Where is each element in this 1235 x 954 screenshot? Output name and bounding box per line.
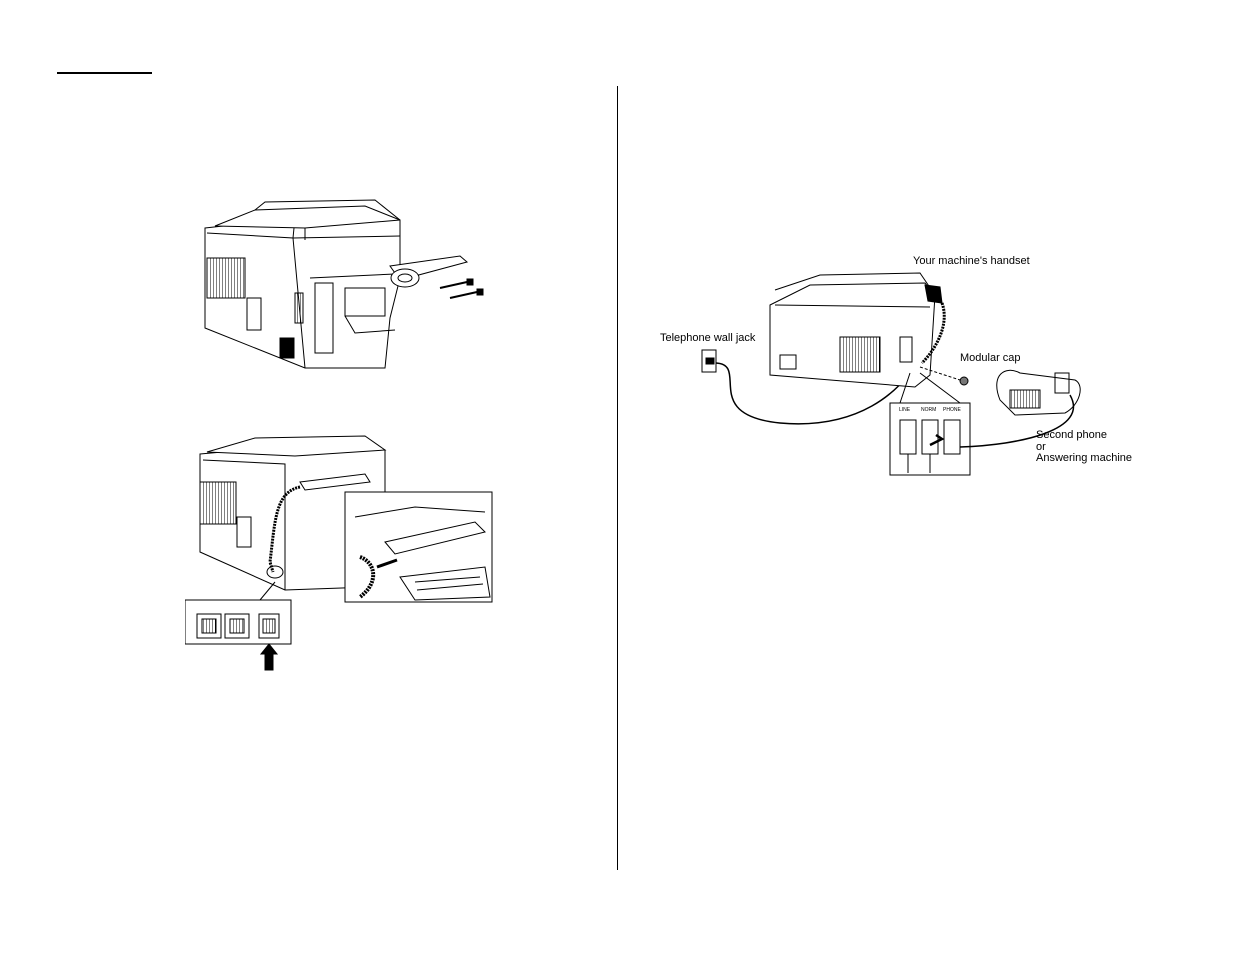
handset-connection-illustration	[185, 432, 495, 672]
jack-norm-label: NORM	[921, 407, 937, 413]
answering-machine-label: Answering machine	[1036, 452, 1132, 464]
wall-jack-label: Telephone wall jack	[660, 332, 756, 344]
column-divider	[617, 86, 618, 870]
jack-line-label: LINE	[899, 407, 911, 413]
or-label: or	[1036, 441, 1046, 453]
line-connection-diagram: Telephone wall jack Your machine's hands…	[660, 255, 1140, 480]
cradle-attachment-illustration	[195, 198, 500, 373]
header-rule	[57, 72, 152, 74]
handset-label: Your machine's handset	[913, 255, 1030, 267]
jack-phone-label: PHONE	[943, 407, 961, 413]
modular-cap-label: Modular cap	[960, 352, 1021, 364]
second-phone-label: Second phone	[1036, 429, 1107, 441]
